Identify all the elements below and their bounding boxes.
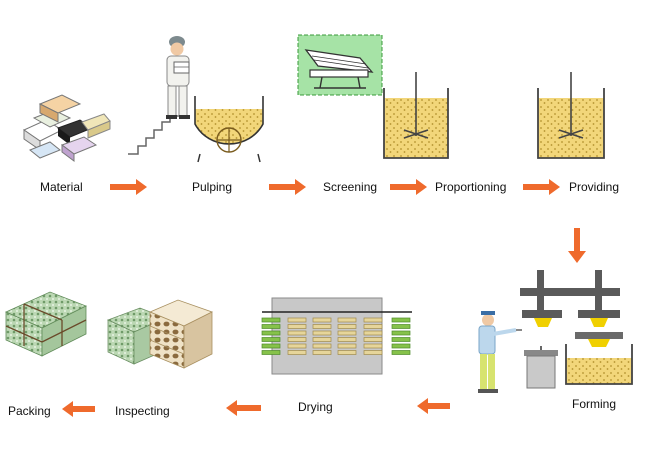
drying-tray xyxy=(391,324,411,329)
drying-tray xyxy=(261,337,281,342)
arrow-right-icon xyxy=(110,179,147,195)
paper-bundle-icon xyxy=(22,94,111,162)
drying-tray xyxy=(391,337,411,342)
step-label-inspecting: Inspecting xyxy=(115,404,170,418)
drying-tray xyxy=(312,330,332,336)
step-label-packing: Packing xyxy=(8,404,51,418)
drying-tray xyxy=(363,343,383,349)
supply-tank-icon xyxy=(537,72,605,159)
drying-tray xyxy=(287,317,307,323)
drying-tray xyxy=(337,337,357,342)
arrow-right-icon xyxy=(523,179,560,195)
drying-tray xyxy=(363,324,383,329)
arrow-left-icon xyxy=(62,401,95,417)
step-label-proportioning: Proportioning xyxy=(435,180,506,194)
drying-tray xyxy=(287,330,307,336)
screening-machine-icon xyxy=(297,34,383,96)
step-label-forming: Forming xyxy=(572,397,616,411)
drying-tray xyxy=(287,337,307,342)
step-label-pulping: Pulping xyxy=(192,180,232,194)
drying-tray xyxy=(391,317,411,323)
drying-tray xyxy=(312,343,332,349)
forming-press-icon xyxy=(478,270,633,393)
pulper-with-worker-icon xyxy=(128,36,264,163)
arrow-left-icon xyxy=(226,400,261,416)
drying-tray xyxy=(287,324,307,329)
drying-tray xyxy=(261,317,281,323)
drying-tray xyxy=(337,317,357,323)
drying-tray xyxy=(312,337,332,342)
drying-tray xyxy=(287,343,307,349)
drying-tray xyxy=(337,324,357,329)
drying-tray xyxy=(261,324,281,329)
step-label-screening: Screening xyxy=(323,180,377,194)
drying-tray xyxy=(337,350,357,355)
drying-tray xyxy=(337,330,357,336)
drying-tray xyxy=(261,330,281,336)
step-label-drying: Drying xyxy=(298,400,333,414)
drying-tray xyxy=(363,350,383,355)
drying-tray xyxy=(312,350,332,355)
arrow-right-icon xyxy=(269,179,306,195)
drying-tray xyxy=(337,343,357,349)
step-label-providing: Providing xyxy=(569,180,619,194)
drying-tray xyxy=(363,330,383,336)
drying-tray xyxy=(391,343,411,349)
mixing-tank-icon xyxy=(383,72,449,159)
drying-tray xyxy=(363,337,383,342)
drying-tray xyxy=(312,324,332,329)
drying-tray xyxy=(287,350,307,355)
drying-tray xyxy=(261,350,281,355)
drying-tray xyxy=(261,343,281,349)
arrow-right-icon xyxy=(390,179,427,195)
drying-tray xyxy=(391,350,411,355)
dryer-line-icon xyxy=(261,297,412,375)
drying-tray xyxy=(363,317,383,323)
step-label-material: Material xyxy=(40,180,83,194)
arrow-down-icon xyxy=(568,228,586,263)
egg-tray-stack-icon xyxy=(106,299,214,369)
arrow-left-icon xyxy=(417,398,450,414)
drying-tray xyxy=(391,330,411,336)
drying-tray xyxy=(312,317,332,323)
bundled-trays-icon xyxy=(5,291,87,357)
